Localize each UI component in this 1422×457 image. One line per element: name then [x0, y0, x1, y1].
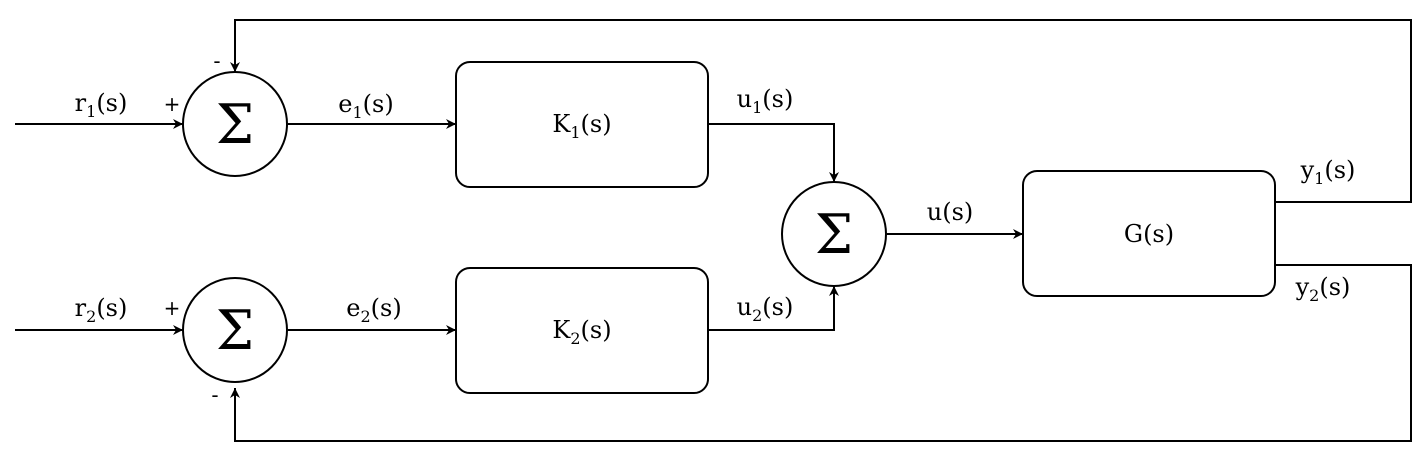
u2-line	[708, 286, 839, 331]
plus-sign: +	[164, 92, 181, 116]
summing-junction-1: Σ	[182, 71, 288, 177]
u1-line	[708, 123, 839, 182]
plus-sign: +	[164, 296, 181, 320]
y2-label: y2(s)	[1295, 273, 1351, 305]
k1-block-label: K	[552, 110, 571, 138]
u-label: u(s)	[927, 198, 974, 226]
svg-text:K1(s): K1(s)	[552, 110, 611, 142]
svg-text:G(s): G(s)	[1124, 220, 1174, 248]
k1-block: K1(s)	[455, 61, 709, 188]
g-block: G(s)	[1022, 170, 1276, 297]
u2-label: u2(s)	[737, 293, 794, 325]
e1-label: e1(s)	[338, 90, 393, 122]
y1-label: y1(s)	[1300, 156, 1356, 188]
y2-feedback-line	[230, 264, 1412, 442]
sigma-symbol: Σ	[815, 203, 853, 266]
summing-junction-2: Σ	[182, 277, 288, 383]
y1-feedback-line	[230, 19, 1412, 203]
r1-label: r1(s)	[75, 89, 128, 121]
k2-block: K2(s)	[455, 267, 709, 394]
g-block-label: G(s)	[1124, 220, 1174, 248]
k2-block-label: K	[552, 316, 571, 344]
r2-label: r2(s)	[75, 294, 128, 326]
minus-sign: -	[213, 49, 220, 73]
sigma-symbol: Σ	[216, 93, 254, 156]
sigma-symbol: Σ	[216, 299, 254, 362]
summing-junction-3: Σ	[781, 181, 887, 287]
u1-label: u1(s)	[737, 85, 794, 117]
svg-text:K2(s): K2(s)	[552, 316, 611, 348]
e2-label: e2(s)	[346, 294, 401, 326]
minus-sign: -	[211, 383, 218, 407]
